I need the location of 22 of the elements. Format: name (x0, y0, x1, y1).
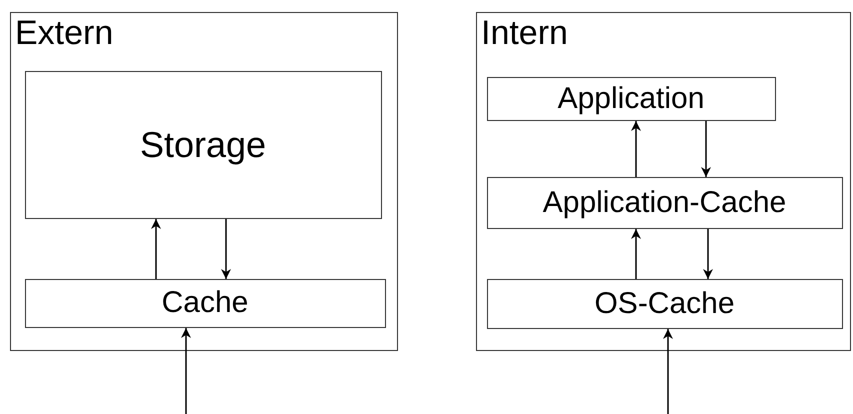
box-label: Cache (160, 288, 250, 318)
group-title: Intern (481, 16, 568, 50)
box-label: OS-Cache (593, 288, 736, 318)
process-box (24, 70, 382, 218)
process-box (486, 76, 776, 120)
box-label: Application-Cache (542, 188, 788, 218)
box-label: Application (556, 84, 706, 114)
arrow (663, 329, 673, 414)
arrow (181, 328, 191, 414)
arrow (631, 121, 641, 177)
arrow (631, 229, 641, 279)
process-box (24, 278, 386, 328)
arrow (701, 121, 711, 177)
arrow (151, 219, 161, 279)
arrow (703, 229, 713, 279)
process-box (486, 278, 842, 328)
box-label: Storage (138, 126, 268, 162)
process-box (486, 176, 842, 228)
arrow (221, 219, 231, 279)
group-panel (476, 12, 851, 351)
group-title: Extern (15, 16, 114, 50)
group-panel (10, 12, 398, 351)
